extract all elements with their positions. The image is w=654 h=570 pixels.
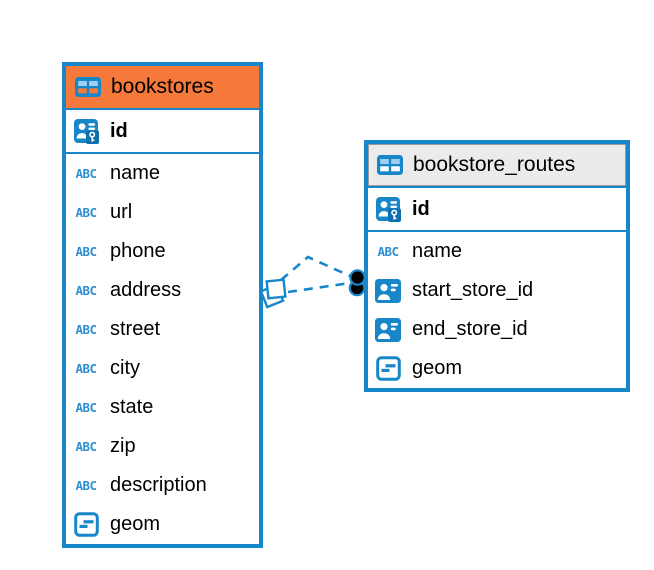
column-label: street <box>110 318 161 340</box>
table-icon <box>376 155 404 175</box>
text-type-icon: ABC <box>75 205 97 220</box>
table-row[interactable]: ABC phone <box>66 232 259 271</box>
table-row[interactable]: ABC name <box>368 232 626 271</box>
table-row[interactable]: ABC name <box>66 154 259 193</box>
column-label: id <box>412 197 430 220</box>
table-row[interactable]: ABC state <box>66 388 259 427</box>
table-icon <box>74 77 102 97</box>
table-name: bookstore_routes <box>413 153 576 176</box>
table-row[interactable]: ABC zip <box>66 427 259 466</box>
column-label: state <box>110 396 154 418</box>
table-row[interactable]: ABC city <box>66 349 259 388</box>
text-type-icon: ABC <box>75 400 97 415</box>
text-type-icon: ABC <box>75 361 97 376</box>
column-label: id <box>110 119 128 142</box>
column-label: city <box>110 357 140 379</box>
foreign-key-reference-icon <box>374 317 402 342</box>
table-header[interactable]: bookstore_routes <box>368 144 626 188</box>
column-label: url <box>110 201 133 223</box>
primary-key-icon <box>72 118 100 144</box>
relationship-diamond-endpoint[interactable] <box>259 278 287 309</box>
column-label: geom <box>412 357 463 379</box>
table-row[interactable]: ABC address <box>66 271 259 310</box>
table-row[interactable]: end_store_id <box>368 310 626 349</box>
text-type-icon: ABC <box>377 244 399 259</box>
text-type-icon: ABC <box>75 439 97 454</box>
text-type-icon: ABC <box>75 478 97 493</box>
geometry-icon <box>374 356 402 381</box>
column-label: name <box>110 162 161 184</box>
table-row[interactable]: geom <box>66 505 259 544</box>
relationship-link-line <box>280 255 351 281</box>
entity-table-bookstores[interactable]: bookstores id ABC name <box>62 62 263 548</box>
column-label: zip <box>110 435 136 457</box>
column-label: name <box>412 240 463 262</box>
foreign-key-reference-icon <box>374 278 402 303</box>
column-label: description <box>110 474 207 496</box>
relationship-link-line <box>287 281 351 294</box>
table-row[interactable]: start_store_id <box>368 271 626 310</box>
relationship-dot-endpoint[interactable] <box>348 269 366 297</box>
table-row[interactable]: ABC street <box>66 310 259 349</box>
table-row[interactable]: ABC url <box>66 193 259 232</box>
column-label: end_store_id <box>412 318 528 340</box>
table-name: bookstores <box>111 75 214 98</box>
primary-key-icon <box>374 196 402 222</box>
text-type-icon: ABC <box>75 322 97 337</box>
table-row[interactable]: ABC description <box>66 466 259 505</box>
entity-table-bookstore-routes[interactable]: bookstore_routes id ABC name <box>364 140 630 392</box>
text-type-icon: ABC <box>75 283 97 298</box>
column-label: address <box>110 279 182 301</box>
column-label: start_store_id <box>412 279 534 301</box>
table-row[interactable]: geom <box>368 349 626 388</box>
geometry-icon <box>72 512 100 537</box>
column-label: geom <box>110 513 161 535</box>
table-row[interactable]: id <box>66 110 259 154</box>
table-row[interactable]: id <box>368 188 626 232</box>
text-type-icon: ABC <box>75 244 97 259</box>
table-header[interactable]: bookstores <box>66 66 259 110</box>
column-label: phone <box>110 240 166 262</box>
text-type-icon: ABC <box>75 166 97 181</box>
